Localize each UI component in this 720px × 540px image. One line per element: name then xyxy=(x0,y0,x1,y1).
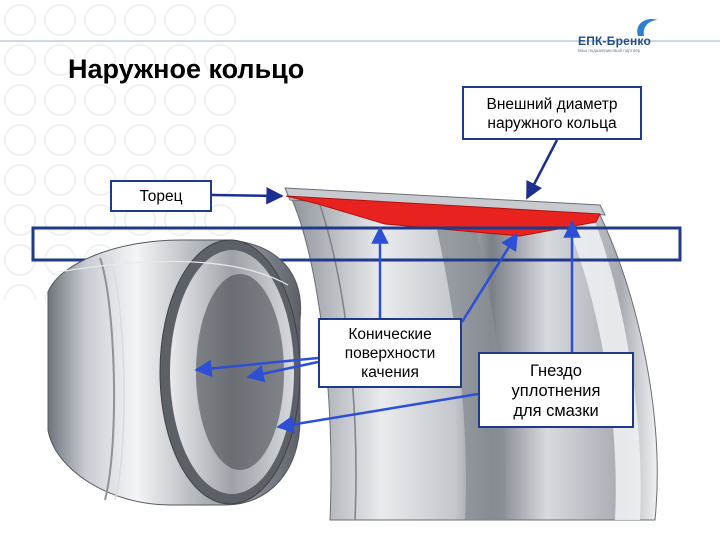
brand-logo-tagline: Ваш подшипниковый партнёр xyxy=(578,48,641,53)
arrow-conical-4 xyxy=(246,360,319,383)
bearing-ring-3d xyxy=(47,239,302,506)
arrow-conical-3 xyxy=(194,356,319,378)
label-seal-groove: Гнездо уплотнения для смазки xyxy=(478,352,634,428)
header-rule xyxy=(0,40,720,42)
arrow-conical-2 xyxy=(460,232,519,323)
arrow-face xyxy=(211,187,284,205)
label-outer-diameter: Внешний диаметр наружного кольца xyxy=(462,86,642,140)
label-face: Торец xyxy=(110,180,212,212)
arrow-outer-diameter xyxy=(525,139,559,200)
brand-logo-text: ЕПК-Бренко xyxy=(578,34,652,48)
section-frame xyxy=(31,226,682,262)
ring-cross-section xyxy=(284,187,658,521)
brand-logo-icon xyxy=(637,18,658,36)
label-conical-surfaces: Конические поверхности качения xyxy=(318,318,462,388)
arrow-seal-2 xyxy=(276,392,479,434)
outer-ring-highlight xyxy=(285,195,601,237)
page-title: Наружное кольцо xyxy=(68,54,305,84)
